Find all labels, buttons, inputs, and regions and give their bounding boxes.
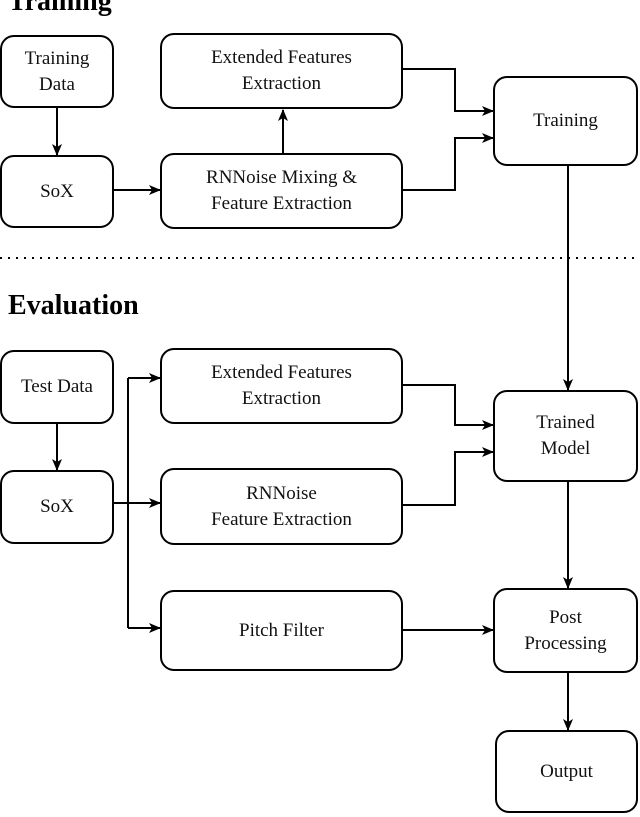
- output-box: Output: [495, 730, 638, 813]
- section-heading-training: Training: [8, 0, 112, 17]
- trained-model-box: Trained Model: [493, 390, 638, 482]
- evaluation-sox-box: SoX: [0, 470, 114, 544]
- test-data-box: Test Data: [0, 350, 114, 424]
- rnnoise-feature-box: RNNoise Feature Extraction: [160, 468, 403, 545]
- arrow-extended-to-trained-model: [403, 384, 494, 430]
- post-processing-box: Post Processing: [493, 588, 638, 673]
- training-extended-features-box: Extended Features Extraction: [160, 33, 403, 109]
- training-data-box: Training Data: [0, 35, 114, 108]
- evaluation-extended-features-box: Extended Features Extraction: [160, 348, 403, 424]
- training-sox-box: SoX: [0, 155, 114, 228]
- training-box: Training: [493, 76, 638, 166]
- section-heading-evaluation: Evaluation: [8, 290, 139, 321]
- arrow-rnnoise-to-trained-model: [403, 447, 494, 506]
- arrow-rnnoise-mixing-to-training: [403, 133, 494, 191]
- rnnoise-mixing-box: RNNoise Mixing & Feature Extraction: [160, 153, 403, 229]
- arrow-extended-to-training: [403, 68, 494, 116]
- pitch-filter-box: Pitch Filter: [160, 590, 403, 671]
